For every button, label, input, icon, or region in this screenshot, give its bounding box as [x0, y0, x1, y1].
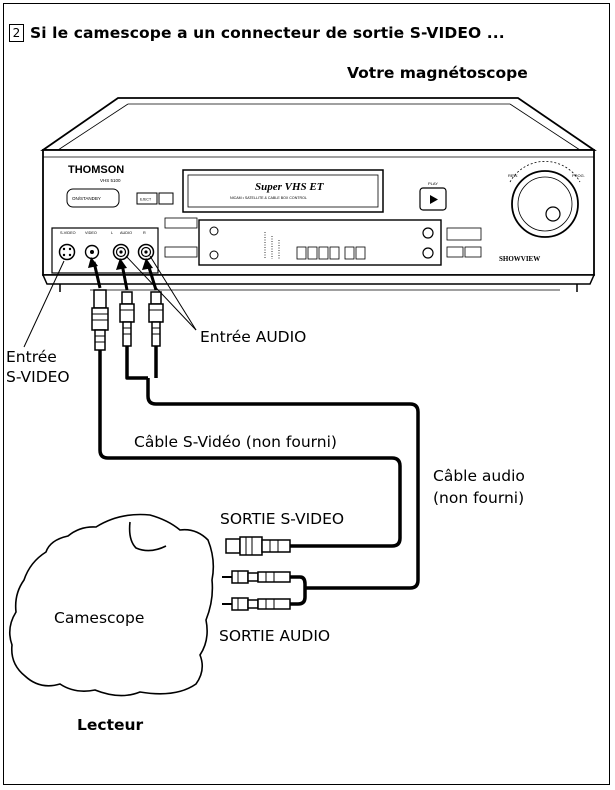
lecteur-label: Lecteur — [77, 716, 144, 734]
front-svideo-label: S-VIDEO — [60, 231, 76, 235]
vcr-model: VHS 5100 — [100, 178, 121, 183]
front-jacks — [58, 243, 155, 261]
vcr-side-plugs — [91, 289, 164, 351]
camcorder-silhouette — [8, 513, 215, 697]
slot-subtitle: NICAM • SATELLITE & CABLE BOX CONTROL — [230, 196, 307, 200]
audio-cable — [146, 378, 420, 590]
audio-cable-lead-1 — [125, 346, 148, 380]
svideo-cable — [98, 350, 402, 548]
camcorder-side-plugs — [222, 536, 291, 611]
showview-label: SHOWVIEW — [499, 255, 540, 263]
front-r-label: R — [143, 231, 146, 235]
cables — [98, 346, 420, 606]
vcr-illustration — [40, 97, 597, 292]
front-audio-label: AUDIO — [120, 231, 132, 235]
audio-cable-label-line1: Câble audio — [433, 467, 525, 485]
slot-title: Super VHS ET — [255, 181, 325, 193]
step-number: 2 — [9, 24, 24, 42]
svideo-cable-label: Câble S-Vidéo (non fourni) — [134, 433, 337, 451]
sortie-audio-label: SORTIE AUDIO — [219, 627, 331, 645]
svideo-input-jack — [58, 243, 76, 261]
front-video-label: VIDEO — [85, 231, 97, 235]
step-header: 2 Si le camescope a un connecteur de sor… — [9, 22, 505, 44]
audio-cable-label-line2: (non fourni) — [433, 489, 525, 507]
camescope-label: Camescope — [54, 609, 145, 627]
onstandby-label: ON/STANDBY — [72, 196, 101, 201]
eject-label: EJECT — [140, 198, 152, 202]
sortie-svideo-label: SORTIE S-VIDEO — [220, 510, 345, 528]
prog-label: PROG. — [572, 173, 585, 178]
page-frame — [3, 3, 610, 785]
vcr-caption: Votre magnétoscope — [347, 64, 528, 82]
leader-lines — [23, 255, 197, 348]
vcr-brand: THOMSON — [68, 164, 124, 176]
front-l-label: L — [111, 231, 113, 235]
play-label: PLAY — [428, 181, 438, 186]
entree-audio-label: Entrée AUDIO — [200, 328, 307, 346]
entree-svideo-label-line1: Entrée — [6, 348, 57, 366]
entree-svideo-label-line2: S-VIDEO — [6, 368, 70, 386]
rew-label: REW. — [508, 173, 518, 178]
step-title: Si le camescope a un connecteur de sorti… — [30, 24, 505, 42]
